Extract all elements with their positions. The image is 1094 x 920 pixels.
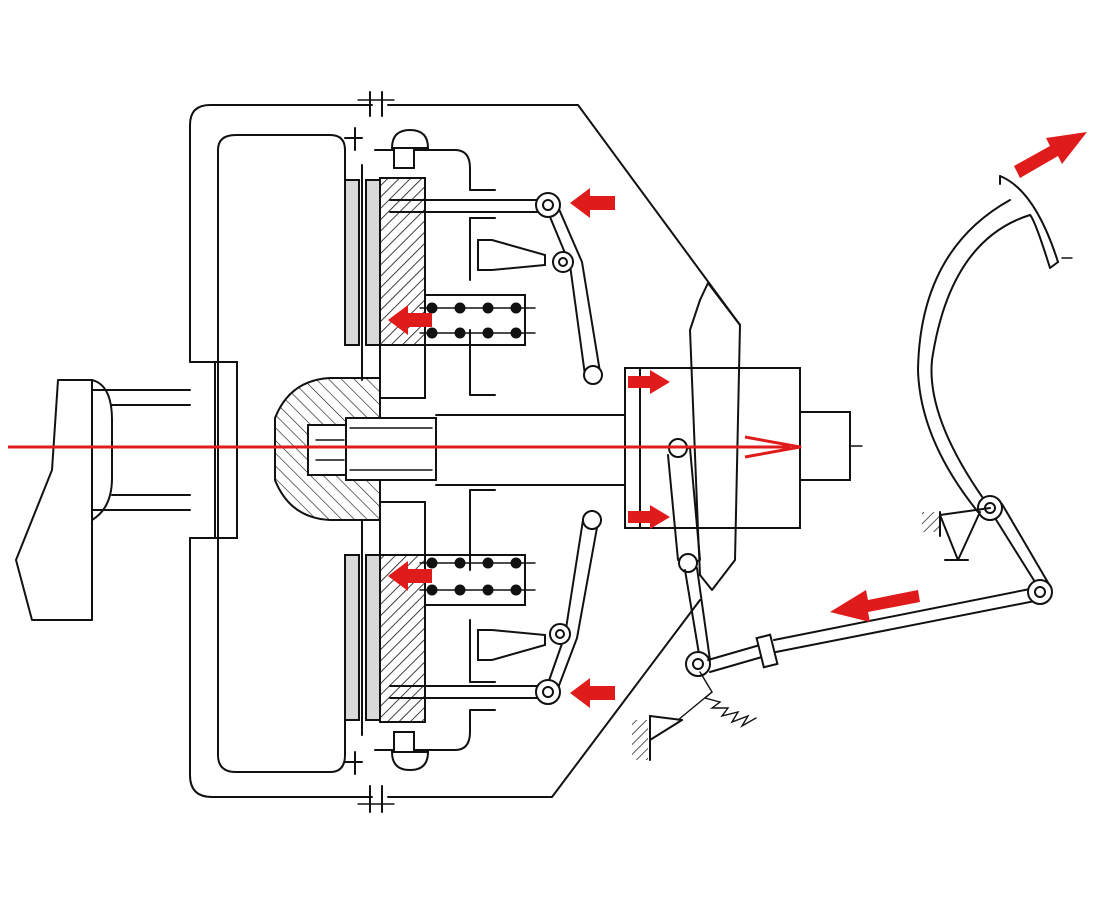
red-force-arrow-icon bbox=[570, 188, 615, 218]
red-force-arrow-icon bbox=[830, 590, 920, 622]
release-lever-lower bbox=[389, 489, 602, 705]
housing-bolt-bottom bbox=[357, 785, 395, 813]
pressure-springs-upper bbox=[419, 294, 536, 346]
flywheel-bolt-bottom bbox=[344, 751, 363, 775]
pedal-ground-support-icon bbox=[922, 507, 991, 561]
red-force-arrow-icon bbox=[388, 305, 432, 335]
red-force-arrow-icon bbox=[628, 505, 670, 529]
red-force-arrow-icon bbox=[570, 678, 615, 708]
crankshaft-flange bbox=[15, 361, 238, 621]
pressure-springs-lower bbox=[419, 554, 536, 606]
flywheel-bolt-top bbox=[344, 127, 363, 151]
flywheel-housing bbox=[189, 91, 741, 813]
release-lever-upper bbox=[389, 192, 603, 396]
pressure-plate bbox=[374, 128, 496, 772]
red-force-arrow-icon bbox=[1014, 132, 1087, 178]
clutch-pedal bbox=[917, 175, 1073, 605]
red-force-arrow-icon bbox=[628, 370, 670, 394]
return-spring bbox=[677, 671, 757, 728]
shaft-axis-arrow bbox=[8, 435, 802, 459]
clutch-disc bbox=[274, 164, 437, 736]
red-force-arrow-icon bbox=[388, 561, 432, 591]
ground-support-icon bbox=[632, 715, 683, 761]
force-arrows bbox=[388, 132, 1087, 708]
housing-bolt-top bbox=[357, 91, 395, 117]
release-linkage bbox=[667, 438, 1041, 677]
